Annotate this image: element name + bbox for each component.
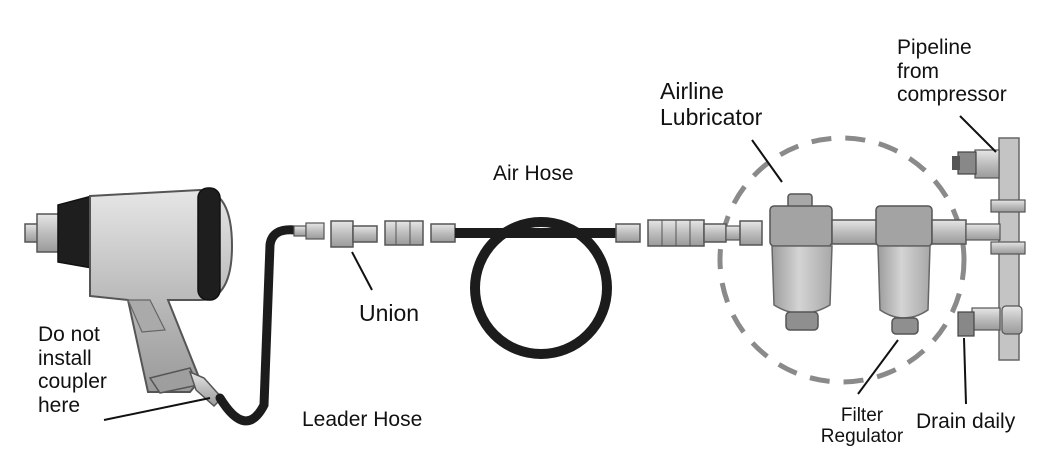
leader-hose xyxy=(215,225,300,426)
leader-lines xyxy=(103,115,997,421)
compressor-pipeline xyxy=(952,137,1026,361)
coupler-chain xyxy=(647,219,763,247)
pipeline-label: Pipeline from compressor xyxy=(897,36,1007,107)
union-label: Union xyxy=(359,300,420,326)
leader-hose-label: Leader Hose xyxy=(302,408,423,431)
air-hose xyxy=(430,217,641,359)
airline-lubricator-label: Airline Lubricator xyxy=(660,78,763,130)
filter-regulator-label: Filter Regulator xyxy=(820,405,904,448)
lubricator-highlight-circle xyxy=(717,135,967,385)
do-not-install-label: Do not install coupler here xyxy=(38,323,107,418)
air-hose-label: Air Hose xyxy=(493,162,574,185)
union-fitting xyxy=(330,220,424,248)
lubricator-unit xyxy=(769,193,833,331)
impact-wrench xyxy=(24,187,234,408)
filter-regulator-unit xyxy=(831,205,967,335)
drain-daily-label: Drain daily xyxy=(916,410,1016,433)
